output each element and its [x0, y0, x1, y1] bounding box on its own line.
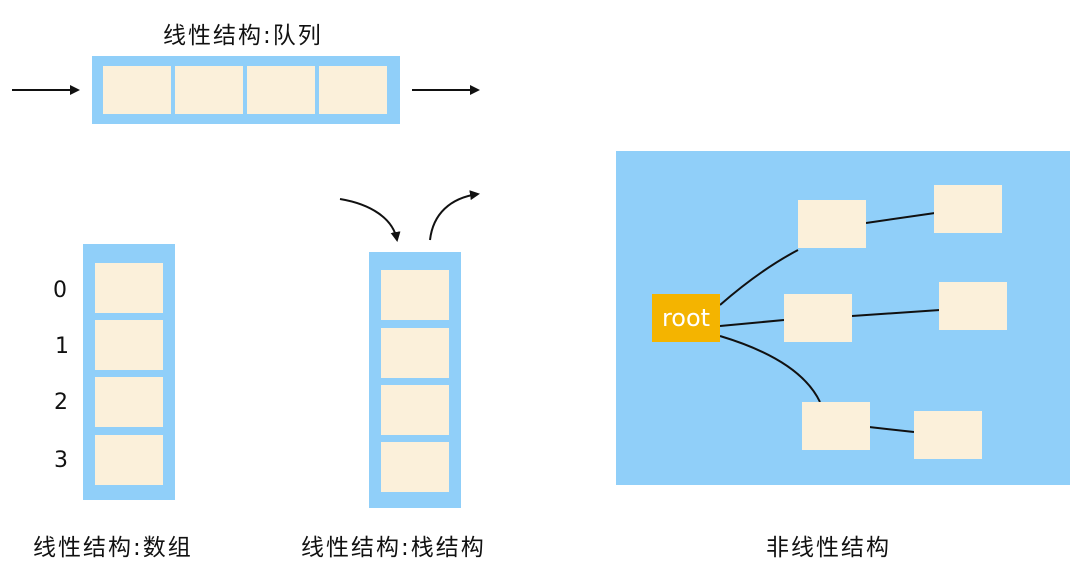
queue-cell	[319, 66, 387, 114]
queue-cell	[175, 66, 243, 114]
tree-edge	[868, 426, 915, 433]
tree-node	[934, 185, 1002, 233]
tree-edge	[719, 249, 799, 306]
tree-root-node: root	[652, 294, 720, 342]
stack-cell	[381, 328, 449, 378]
queue-cell	[247, 66, 315, 114]
tree-edge	[719, 319, 785, 327]
tree-node	[784, 294, 852, 342]
array-cell	[95, 320, 163, 370]
tree-edge	[851, 309, 941, 317]
array-cell	[95, 435, 163, 485]
tree-node	[802, 402, 870, 450]
array-index: 3	[54, 448, 68, 473]
stack-title: 线性结构:栈结构	[301, 535, 486, 561]
stack-cell	[381, 385, 449, 435]
tree-title: 非线性结构	[766, 535, 891, 561]
array-cell	[95, 377, 163, 427]
array-title: 线性结构:数组	[33, 535, 193, 561]
stack-frame	[369, 252, 461, 508]
tree-node	[914, 411, 982, 459]
tree-edge	[865, 212, 936, 224]
stack-pop-arrow	[429, 190, 480, 241]
array-index: 1	[55, 334, 69, 359]
stack-push-arrow	[339, 198, 401, 242]
array-frame	[83, 244, 175, 500]
queue-cell	[103, 66, 171, 114]
stack-cell	[381, 270, 449, 320]
queue-title: 线性结构:队列	[163, 23, 323, 49]
stack-cell	[381, 442, 449, 492]
tree-edge	[719, 335, 821, 403]
array-cell	[95, 263, 163, 313]
tree-node	[798, 200, 866, 248]
queue-frame	[92, 56, 400, 124]
array-index: 2	[54, 390, 68, 415]
tree-node	[939, 282, 1007, 330]
array-index: 0	[53, 278, 67, 303]
